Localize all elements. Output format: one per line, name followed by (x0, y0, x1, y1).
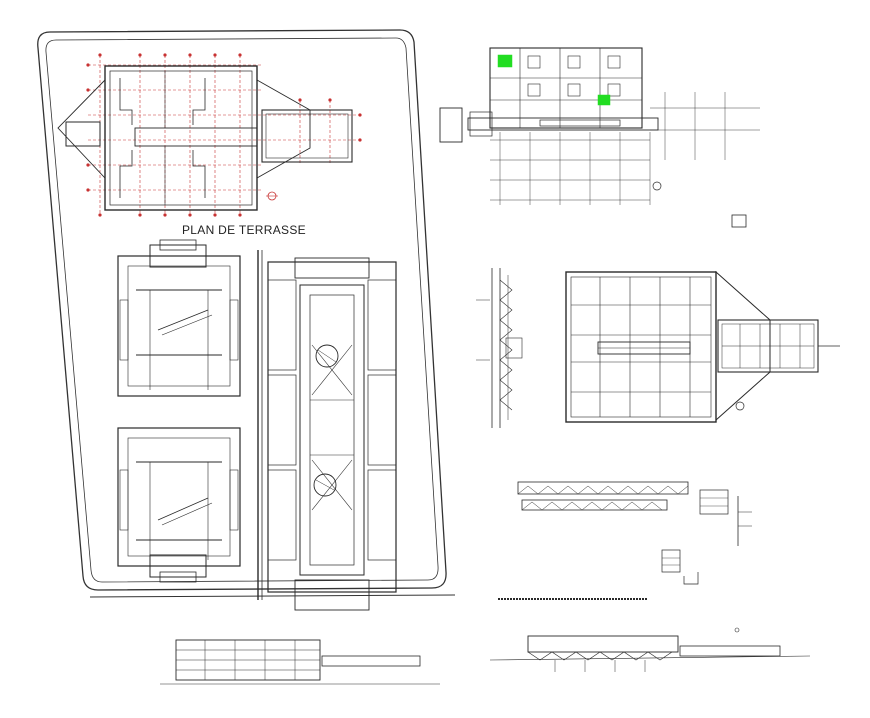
left-building-blocks (117, 239, 241, 583)
terrace-plan: PLAN DE TERRASSE (57, 53, 362, 237)
bottom-section-left (160, 639, 440, 685)
first-floor-plan (565, 270, 840, 423)
vertical-section (476, 268, 523, 428)
ground-floor-plan (439, 47, 760, 228)
terrace-dimension-markers (86, 53, 362, 217)
terrace-plan-title: PLAN DE TERRASSE (182, 223, 306, 237)
site-boundary (37, 29, 456, 598)
elevation-strips (498, 481, 689, 600)
central-long-building (257, 250, 397, 611)
terrace-dimension-grid (88, 55, 360, 215)
bottom-section-right (489, 627, 811, 672)
detail-blocks (661, 489, 752, 585)
